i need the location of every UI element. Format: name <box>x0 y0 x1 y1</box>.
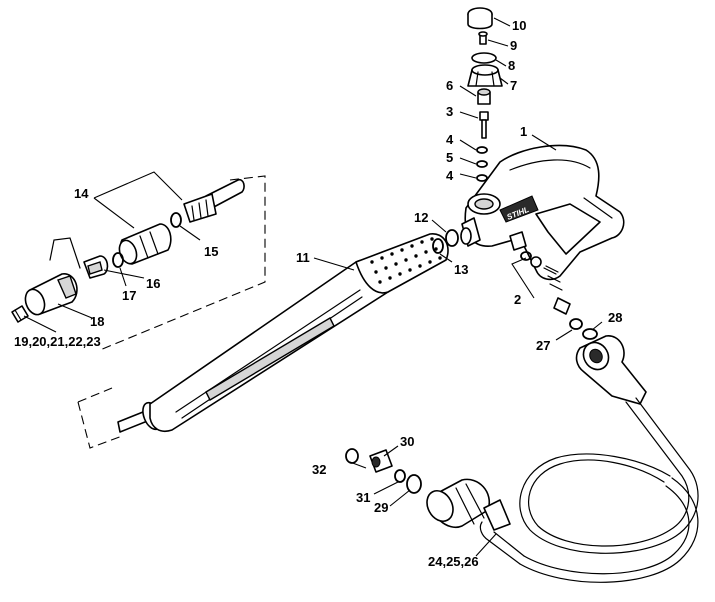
callout-27: 27 <box>536 338 550 353</box>
leader-lines <box>23 17 603 557</box>
callout-24-26: 24,25,26 <box>428 554 479 569</box>
o-ring-4a <box>476 146 488 154</box>
o-ring-29 <box>406 474 422 494</box>
callout-14: 14 <box>74 186 89 201</box>
callout-1: 1 <box>520 124 527 139</box>
screw-9 <box>478 31 488 45</box>
valve-pin-3 <box>479 111 489 139</box>
callout-19-23: 19,20,21,22,23 <box>14 334 101 349</box>
callout-2: 2 <box>514 292 521 307</box>
o-ring-28 <box>582 328 598 340</box>
callout-12: 12 <box>414 210 428 225</box>
fitting-30 <box>369 449 393 473</box>
o-ring-27 <box>569 318 583 330</box>
o-ring-12 <box>445 229 459 247</box>
callout-10: 10 <box>512 18 526 33</box>
lance-group-frame <box>77 175 266 449</box>
callout-31: 31 <box>356 490 370 505</box>
callout-32: 32 <box>312 462 326 477</box>
callout-18: 18 <box>90 314 104 329</box>
callout-3: 3 <box>446 104 453 119</box>
nozzle-insert-16 <box>83 255 109 279</box>
callout-8: 8 <box>508 58 515 73</box>
callout-9: 9 <box>510 38 517 53</box>
nozzle-cap-14 <box>118 223 172 265</box>
callout-4-upper: 4 <box>446 132 454 147</box>
o-ring-15 <box>170 212 182 228</box>
callout-11: 11 <box>296 250 310 265</box>
callout-29: 29 <box>374 500 388 515</box>
nozzle-body-18 <box>24 273 78 316</box>
nut-7 <box>467 64 503 87</box>
spray-lance <box>117 233 449 433</box>
hose-coupling-upper <box>575 335 647 405</box>
callout-5: 5 <box>446 150 453 165</box>
callout-15: 15 <box>204 244 218 259</box>
retaining-clip <box>49 237 81 269</box>
o-ring-4b <box>476 174 488 182</box>
o-ring-32 <box>345 448 359 464</box>
callout-17: 17 <box>122 288 136 303</box>
o-ring-13 <box>432 238 444 254</box>
o-ring-31 <box>394 469 406 483</box>
callout-13: 13 <box>454 262 468 277</box>
callout-4-lower: 4 <box>446 168 454 183</box>
callout-28: 28 <box>608 310 622 325</box>
callout-6: 6 <box>446 78 453 93</box>
hose-coil <box>479 397 699 583</box>
grip-dots <box>370 237 442 284</box>
nozzle-tip-19 <box>11 305 29 323</box>
valve-cap-10 <box>467 7 493 30</box>
valve-set-2 <box>520 251 571 315</box>
spray-gun-body: STIHL <box>460 144 625 281</box>
callout-labels: 10 9 8 7 6 3 4 5 4 1 12 13 11 14 15 16 1… <box>14 18 622 569</box>
hose-coupling-lower <box>426 478 511 531</box>
o-ring-5 <box>476 160 488 168</box>
valve-seat-6 <box>477 88 491 105</box>
callout-16: 16 <box>146 276 160 291</box>
o-ring-17 <box>112 252 124 268</box>
callout-7: 7 <box>510 78 517 93</box>
nozzle-tube <box>183 178 245 223</box>
callout-30: 30 <box>400 434 414 449</box>
washer-8 <box>471 52 497 64</box>
